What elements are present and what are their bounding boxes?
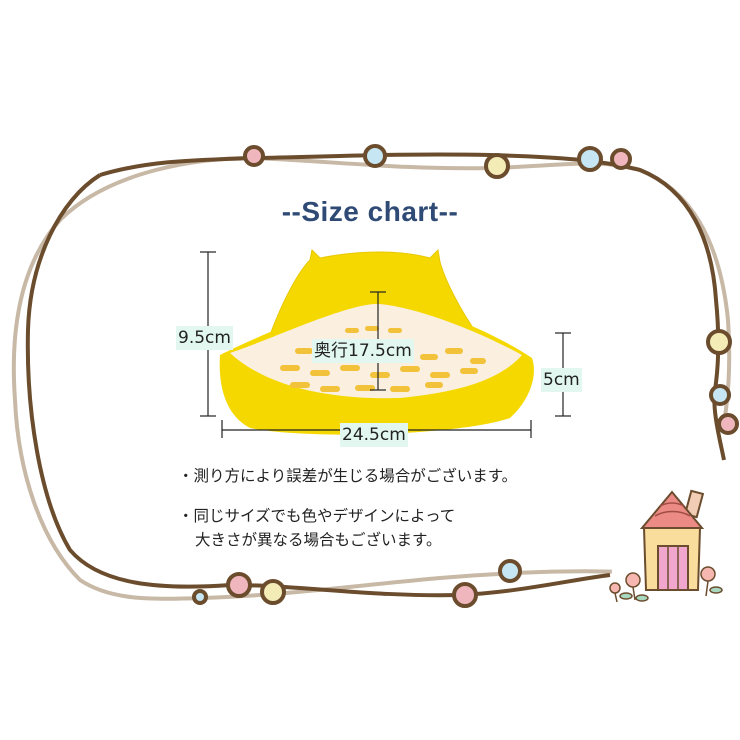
note-text-continued: 大きさが異なる場合もございます。 — [195, 531, 442, 549]
frame-dots-top — [243, 144, 632, 179]
note-text: 測り方により誤差が生じる場合がございます。 — [193, 467, 518, 485]
height-label: 9.5cm — [176, 326, 233, 350]
note-item: ・測り方により誤差が生じる場合がございます。 — [178, 464, 517, 488]
frame-dots-right — [706, 329, 739, 435]
note-item: ・同じサイズでも色やデザインによって 大きさが異なる場合もございます。 — [178, 504, 517, 552]
side-height-label: 5cm — [541, 368, 582, 392]
width-label: 24.5cm — [340, 423, 408, 447]
frame-dots-bottom — [192, 559, 522, 608]
note-text: 同じサイズでも色やデザインによって — [193, 507, 456, 525]
house-icon — [609, 485, 723, 606]
bullet: ・ — [178, 507, 194, 525]
bullet: ・ — [178, 467, 194, 485]
depth-label: 奥行17.5cm — [312, 339, 414, 363]
notes-list: ・測り方により誤差が生じる場合がございます。 ・同じサイズでも色やデザインによっ… — [178, 464, 517, 568]
page-title: --Size chart-- — [281, 196, 459, 227]
